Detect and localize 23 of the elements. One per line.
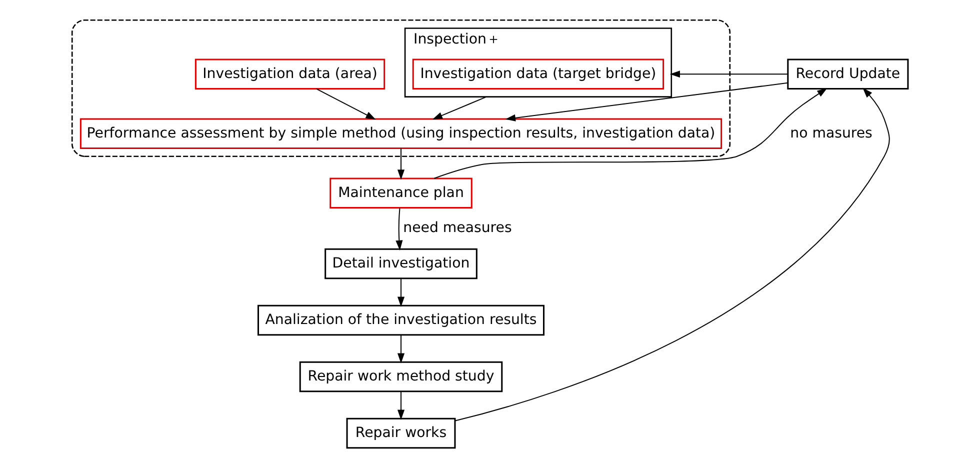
cluster	[71, 20, 731, 157]
arrow	[397, 335, 405, 364]
arrow	[432, 96, 487, 120]
node-box: Repair works	[346, 418, 456, 449]
arrow	[396, 208, 403, 250]
arrow	[316, 88, 376, 120]
arrow	[397, 392, 405, 420]
node-box: Repair work method study	[299, 361, 503, 392]
arrow	[670, 70, 788, 78]
node-box: Investigation data (area)	[194, 58, 386, 90]
node-box: Analization of the investigation results	[257, 304, 545, 336]
arrow	[505, 82, 788, 122]
edge-label: need measures	[403, 220, 512, 236]
node-box: Investigation data (target bridge)	[412, 58, 664, 90]
node-box: Detail investigation	[324, 248, 478, 280]
edge-label: no masures	[790, 125, 872, 142]
node-box: Performance assessment by simple method (using inspection results, investigation data)	[80, 118, 722, 150]
arrow	[397, 148, 405, 180]
arrow	[434, 88, 828, 179]
node-box: Maintenance plan	[330, 178, 472, 209]
node-box: Record Update	[787, 58, 909, 90]
arrow	[397, 278, 405, 307]
arrow	[455, 88, 890, 422]
